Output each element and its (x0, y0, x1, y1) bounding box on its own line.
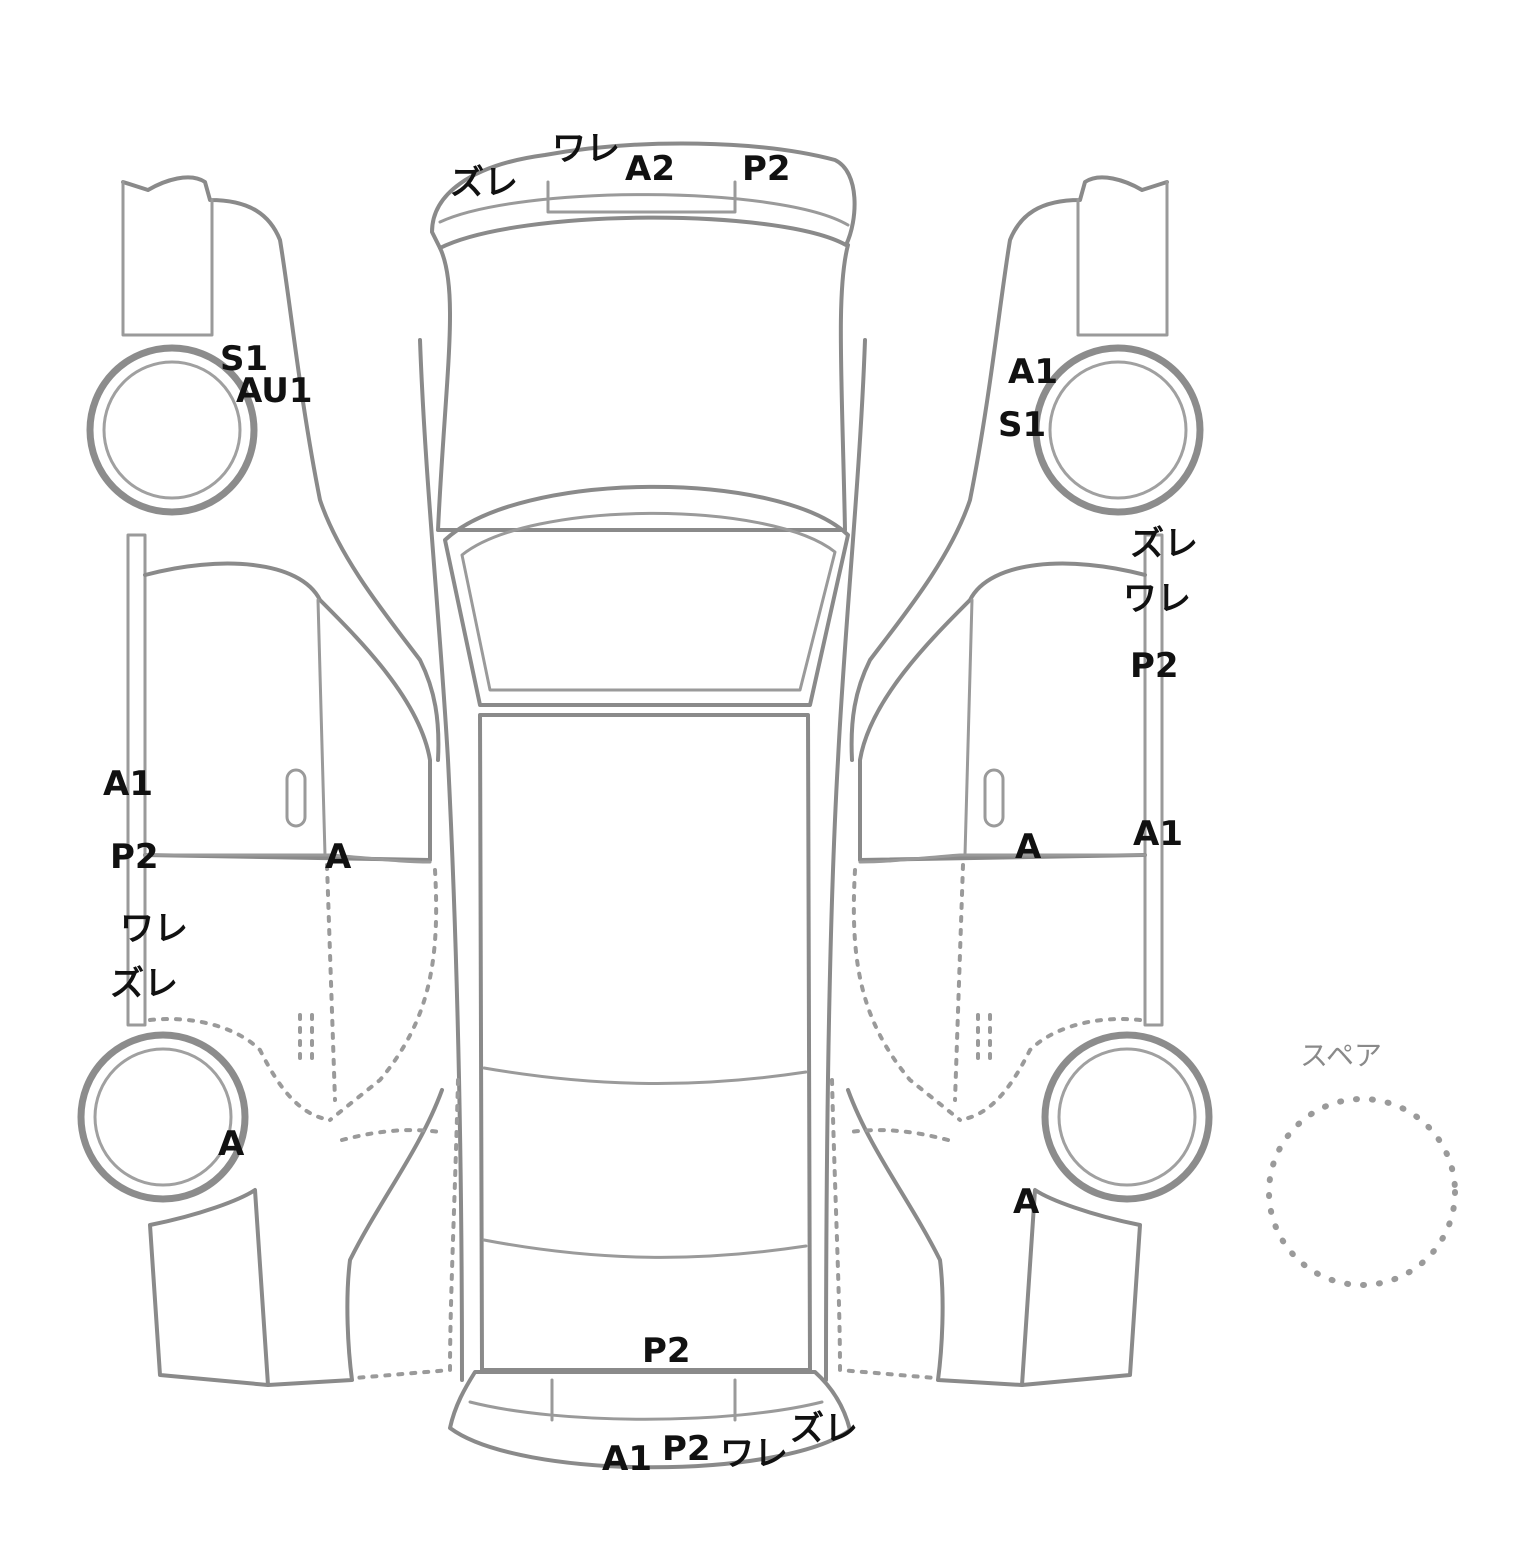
right-front-tire (1032, 344, 1204, 516)
mark-left-side-a1: A1 (103, 764, 153, 804)
left-front-tire (86, 344, 258, 516)
mark-left-front-au1: AU1 (236, 371, 313, 411)
mark-right-rear-a: A (1013, 1182, 1040, 1222)
right-front-door (858, 561, 1147, 862)
mark-right-side-zure: ズレ (1130, 524, 1198, 564)
rear-bumper (448, 1370, 852, 1470)
rear-glass-line (482, 1066, 808, 1086)
left-rear-tire (77, 1031, 249, 1203)
left-front-rim (102, 360, 242, 500)
right-quarter-dotted (958, 1017, 1142, 1122)
car-top-view (418, 141, 867, 1470)
mark-right-side-a1: A1 (1133, 814, 1183, 854)
mark-right-side-ware: ワレ (1123, 579, 1191, 619)
left-front-door (143, 561, 432, 862)
windshield-frame (443, 484, 850, 707)
mark-left-front-s1: S1 (220, 339, 268, 379)
left-pillar (418, 338, 464, 1382)
mark-rear-bumper-zure: ズレ (790, 1409, 858, 1449)
mark-trunk-p2: P2 (642, 1331, 691, 1371)
mark-hood-ware: ワレ (552, 129, 620, 169)
left-rear-rim (93, 1047, 233, 1187)
right-rear-tire (1041, 1031, 1213, 1203)
left-belt-line (143, 853, 432, 864)
right-handle-dotted (976, 1013, 992, 1067)
mark-left-side-ware: ワレ (120, 909, 188, 949)
damage-marks: ズレ ワレ A2 P2 S1 AU1 A1 P2 A ワレ ズレ A A1 S1… (103, 129, 1198, 1479)
left-handle-dotted (298, 1013, 314, 1067)
car-right-side-view (830, 175, 1213, 1387)
hood (436, 243, 850, 532)
left-front-bumper (121, 180, 214, 337)
right-door-handle (983, 768, 1005, 828)
mark-right-door-a: A (1015, 827, 1042, 867)
right-rocker (1143, 533, 1164, 1027)
windshield (460, 511, 837, 692)
left-rear-pillar (266, 1088, 444, 1387)
front-grille (546, 180, 737, 214)
mark-left-side-p2: P2 (110, 837, 159, 877)
left-rear-fender (148, 1188, 270, 1387)
right-rear-fender (1020, 1188, 1142, 1387)
trunk-line (482, 1238, 808, 1259)
left-door-handle (285, 768, 307, 828)
left-front-fender (121, 175, 441, 762)
right-rear-rim (1057, 1047, 1197, 1187)
mark-right-front-a1: A1 (1008, 352, 1058, 392)
spare-label: スペア (1300, 1039, 1382, 1072)
right-belt-line (858, 853, 1147, 864)
mark-left-side-zure: ズレ (110, 964, 178, 1004)
mark-rear-bumper-p2: P2 (662, 1429, 711, 1469)
left-tail-dotted (340, 1078, 460, 1380)
right-tail-dotted (830, 1078, 950, 1380)
spare-tire-outline (1266, 1096, 1458, 1288)
mark-rear-bumper-a1: A1 (602, 1439, 652, 1479)
right-pillar (824, 338, 867, 1382)
right-door-divider (963, 598, 974, 857)
car-left-side-view (77, 175, 460, 1387)
roof (478, 713, 812, 1372)
front-bumper (430, 141, 857, 250)
front-bumper-inner (438, 193, 850, 227)
left-rear-door-dotted (325, 863, 439, 1122)
spare-tire: スペア (1266, 1039, 1458, 1288)
left-door-divider (316, 598, 327, 857)
right-front-rim (1048, 360, 1188, 500)
left-rocker (126, 533, 147, 1027)
right-front-fender (849, 175, 1169, 762)
mark-rear-bumper-ware: ワレ (720, 1434, 788, 1474)
mark-right-front-s1: S1 (998, 405, 1046, 445)
mark-hood-p2: P2 (742, 149, 791, 189)
left-quarter-dotted (148, 1017, 332, 1122)
mark-left-door-a: A (325, 837, 352, 877)
mark-right-side-p2: P2 (1130, 646, 1179, 686)
rear-bumper-inner (468, 1400, 824, 1421)
right-rear-door-dotted (851, 863, 965, 1122)
mark-left-rear-a: A (218, 1124, 245, 1164)
rear-plate (550, 1378, 737, 1422)
right-front-bumper (1076, 180, 1169, 337)
right-rear-pillar (846, 1088, 1024, 1387)
mark-hood-zure: ズレ (450, 163, 518, 203)
mark-hood-a2: A2 (625, 149, 675, 189)
